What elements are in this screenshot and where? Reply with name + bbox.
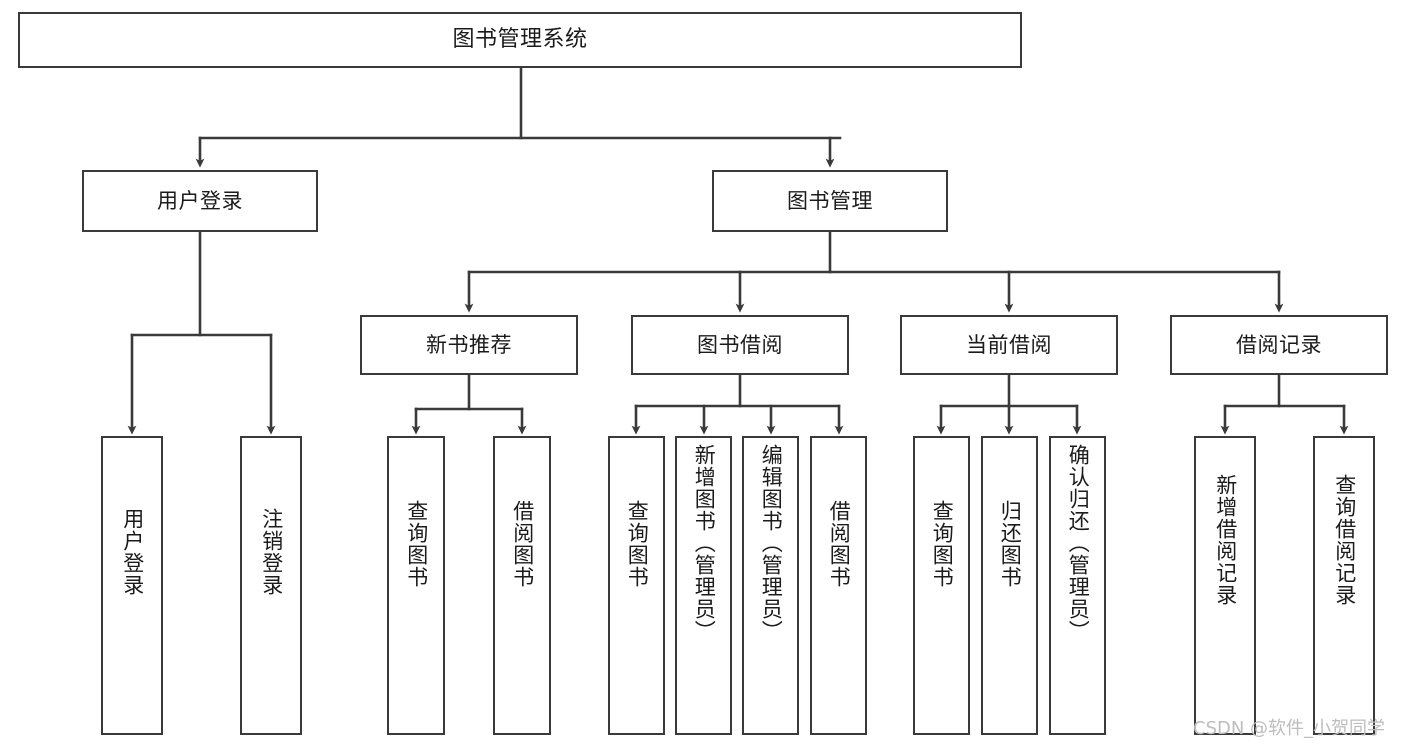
node-label: 注销登录 [259, 508, 284, 596]
node-leaf-edit-book-admin[interactable]: 编辑图书（管理员） [742, 436, 799, 735]
node-label: 图书管理 [787, 188, 873, 213]
node-leaf-logout[interactable]: 注销登录 [240, 436, 302, 735]
node-label: 查询图书 [625, 500, 650, 588]
node-leaf-query-books-borrow[interactable]: 查询图书 [608, 436, 665, 735]
node-label: 查询图书 [930, 500, 955, 588]
node-leaf-add-borrow-record[interactable]: 新增借阅记录 [1194, 436, 1256, 735]
node-root-book-management-system[interactable]: 图书管理系统 [18, 12, 1022, 68]
node-label: 编辑图书（管理员） [759, 444, 784, 642]
node-label: 图书管理系统 [452, 27, 588, 53]
node-label: 借阅图书 [827, 500, 852, 588]
node-leaf-query-books-current[interactable]: 查询图书 [913, 436, 970, 735]
node-leaf-borrow-books-recommend[interactable]: 借阅图书 [493, 436, 551, 735]
csdn-watermark: CSDN @软件_小贺同学 [1193, 718, 1386, 739]
node-leaf-query-borrow-record[interactable]: 查询借阅记录 [1313, 436, 1375, 735]
node-leaf-user-login[interactable]: 用户登录 [101, 436, 163, 735]
node-borrowing-records[interactable]: 借阅记录 [1170, 315, 1388, 375]
node-label: 查询图书 [404, 500, 429, 588]
node-label: 图书借阅 [697, 332, 783, 357]
node-label: 新增图书（管理员） [692, 444, 717, 642]
node-book-borrowing[interactable]: 图书借阅 [631, 315, 849, 375]
node-label: 确认归还（管理员） [1066, 444, 1091, 642]
node-label: 用户登录 [120, 508, 145, 596]
node-current-borrowing[interactable]: 当前借阅 [900, 315, 1118, 375]
node-user-login[interactable]: 用户登录 [82, 170, 318, 232]
node-label: 归还图书 [998, 500, 1023, 588]
node-label: 用户登录 [157, 188, 243, 213]
node-label: 当前借阅 [966, 332, 1052, 357]
node-label: 新书推荐 [426, 332, 512, 357]
node-label: 借阅记录 [1236, 332, 1322, 357]
node-leaf-borrow-books[interactable]: 借阅图书 [810, 436, 867, 735]
node-leaf-confirm-return-admin[interactable]: 确认归还（管理员） [1049, 436, 1106, 735]
node-leaf-query-books-recommend[interactable]: 查询图书 [387, 436, 445, 735]
node-label: 借阅图书 [510, 500, 535, 588]
node-leaf-return-books[interactable]: 归还图书 [981, 436, 1038, 735]
node-book-management[interactable]: 图书管理 [712, 170, 948, 232]
node-label: 新增借阅记录 [1213, 474, 1238, 606]
node-new-book-recommendation[interactable]: 新书推荐 [360, 315, 578, 375]
node-leaf-add-book-admin[interactable]: 新增图书（管理员） [675, 436, 732, 735]
node-label: 查询借阅记录 [1332, 474, 1357, 606]
